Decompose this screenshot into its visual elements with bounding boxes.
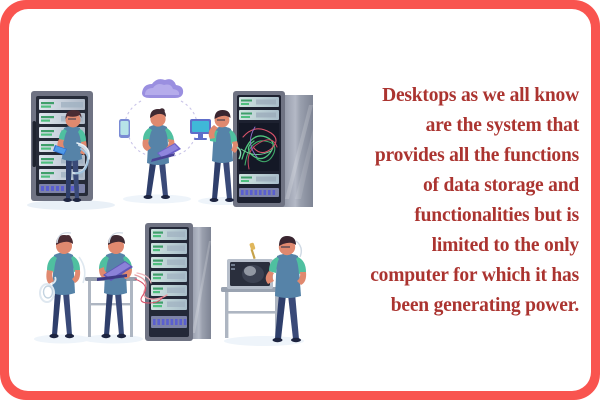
scene-standing-desk: [83, 223, 211, 344]
computer-tower: [227, 259, 273, 289]
figure-shadow: [123, 194, 191, 204]
figure-shadow: [34, 334, 90, 344]
quote-line: computer for which it has: [370, 265, 579, 286]
server-rack-3: [145, 223, 211, 341]
cable-bundle: [71, 142, 91, 175]
laptop: [151, 143, 181, 162]
scene-coiled-cable: [34, 232, 90, 344]
desk-cables: [134, 272, 168, 304]
cloud-icon: [142, 79, 184, 98]
screwdriver: [249, 242, 256, 260]
rack-units: [151, 229, 187, 310]
scene-tower-repair: [221, 236, 307, 346]
illustration-panel: [9, 9, 339, 391]
scene-cloud-computing: [119, 79, 211, 204]
figure-shadow: [83, 334, 143, 344]
quote-text-block: Desktops as we all know are the system t…: [334, 81, 579, 321]
laptop: [97, 261, 133, 281]
server-rack-2: [233, 91, 313, 207]
figure-shadow: [224, 336, 304, 346]
quote-line: been generating power.: [390, 295, 579, 316]
poster-inner-surface: Desktops as we all know are the system t…: [9, 9, 591, 391]
phone-icon: [119, 119, 130, 138]
quote-line: Desktops as we all know: [382, 85, 579, 106]
repair-table: [221, 287, 283, 338]
coiled-cable: [39, 276, 57, 303]
quote-line: are the system that: [425, 115, 580, 136]
technician-figure-5: [97, 232, 133, 339]
quote-line: provides all the functions: [374, 145, 579, 166]
monitor-icon: [190, 119, 211, 140]
scene-rack-tangled-cables: [198, 91, 313, 207]
scene-rack-cabling: [27, 91, 115, 210]
technician-figure-1: [53, 110, 91, 202]
quote-line: limited to the only: [431, 235, 580, 256]
quote-line: functionalities but is: [414, 205, 579, 226]
technician-figure-4: [39, 232, 86, 339]
quote-line: of data storage and: [423, 175, 579, 196]
technician-figure-3: [208, 110, 242, 202]
tangled-cables: [239, 123, 279, 171]
figure-shadow: [27, 200, 115, 210]
technician-figure-2: [142, 108, 181, 199]
technician-figure-6: [265, 236, 307, 343]
